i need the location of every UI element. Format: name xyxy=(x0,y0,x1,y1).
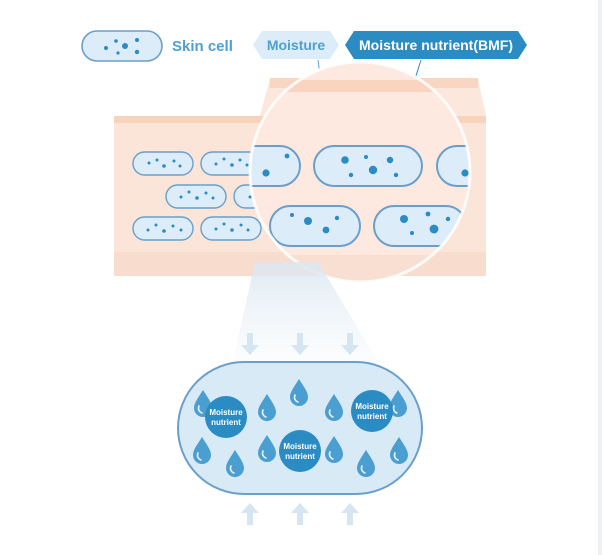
arrows-up xyxy=(241,503,359,525)
magnified-cell xyxy=(373,205,467,247)
nutrient-badge-line2: nutrient xyxy=(211,418,241,427)
bmf-legend-tag: Moisture nutrient(BMF) xyxy=(345,31,527,59)
nutrient-badge-line1: Moisture xyxy=(209,408,243,417)
magnified-cell xyxy=(436,145,470,187)
magnified-cell xyxy=(269,205,361,247)
page-edge-rule xyxy=(598,0,602,555)
skin-cell xyxy=(132,151,194,176)
arrow-up-icon xyxy=(341,503,359,525)
skin-cell xyxy=(165,184,227,209)
nutrient-badge-line2: nutrient xyxy=(357,412,387,421)
skin-cell xyxy=(132,216,194,241)
arrow-up-icon xyxy=(291,503,309,525)
nutrient-badge: Moisture nutrient xyxy=(205,396,247,438)
skin-cell-legend-icon xyxy=(81,30,163,62)
nutrient-cell-closeup: Moisture nutrient Moisture nutrient Mois… xyxy=(177,361,423,495)
magnifier-ring xyxy=(248,60,472,284)
nutrient-badge: Moisture nutrient xyxy=(351,390,393,432)
moisture-legend-tag: Moisture xyxy=(253,31,339,59)
nutrient-badge-line2: nutrient xyxy=(285,452,315,461)
nutrient-badge: Moisture nutrient xyxy=(279,430,321,472)
nutrient-badge-line1: Moisture xyxy=(355,402,389,411)
magnified-cell xyxy=(250,145,301,187)
arrow-up-icon xyxy=(241,503,259,525)
skin-cells-row xyxy=(132,151,275,241)
magnifier-lens xyxy=(248,60,472,284)
skin-cell-label: Skin cell xyxy=(172,38,233,55)
skin-cell xyxy=(200,216,262,241)
zoom-beam xyxy=(232,262,380,365)
moisture-label: Moisture xyxy=(267,37,326,53)
nutrient-badge-line1: Moisture xyxy=(283,442,317,451)
bmf-label: Moisture nutrient(BMF) xyxy=(359,37,513,53)
magnified-cell xyxy=(313,145,423,187)
